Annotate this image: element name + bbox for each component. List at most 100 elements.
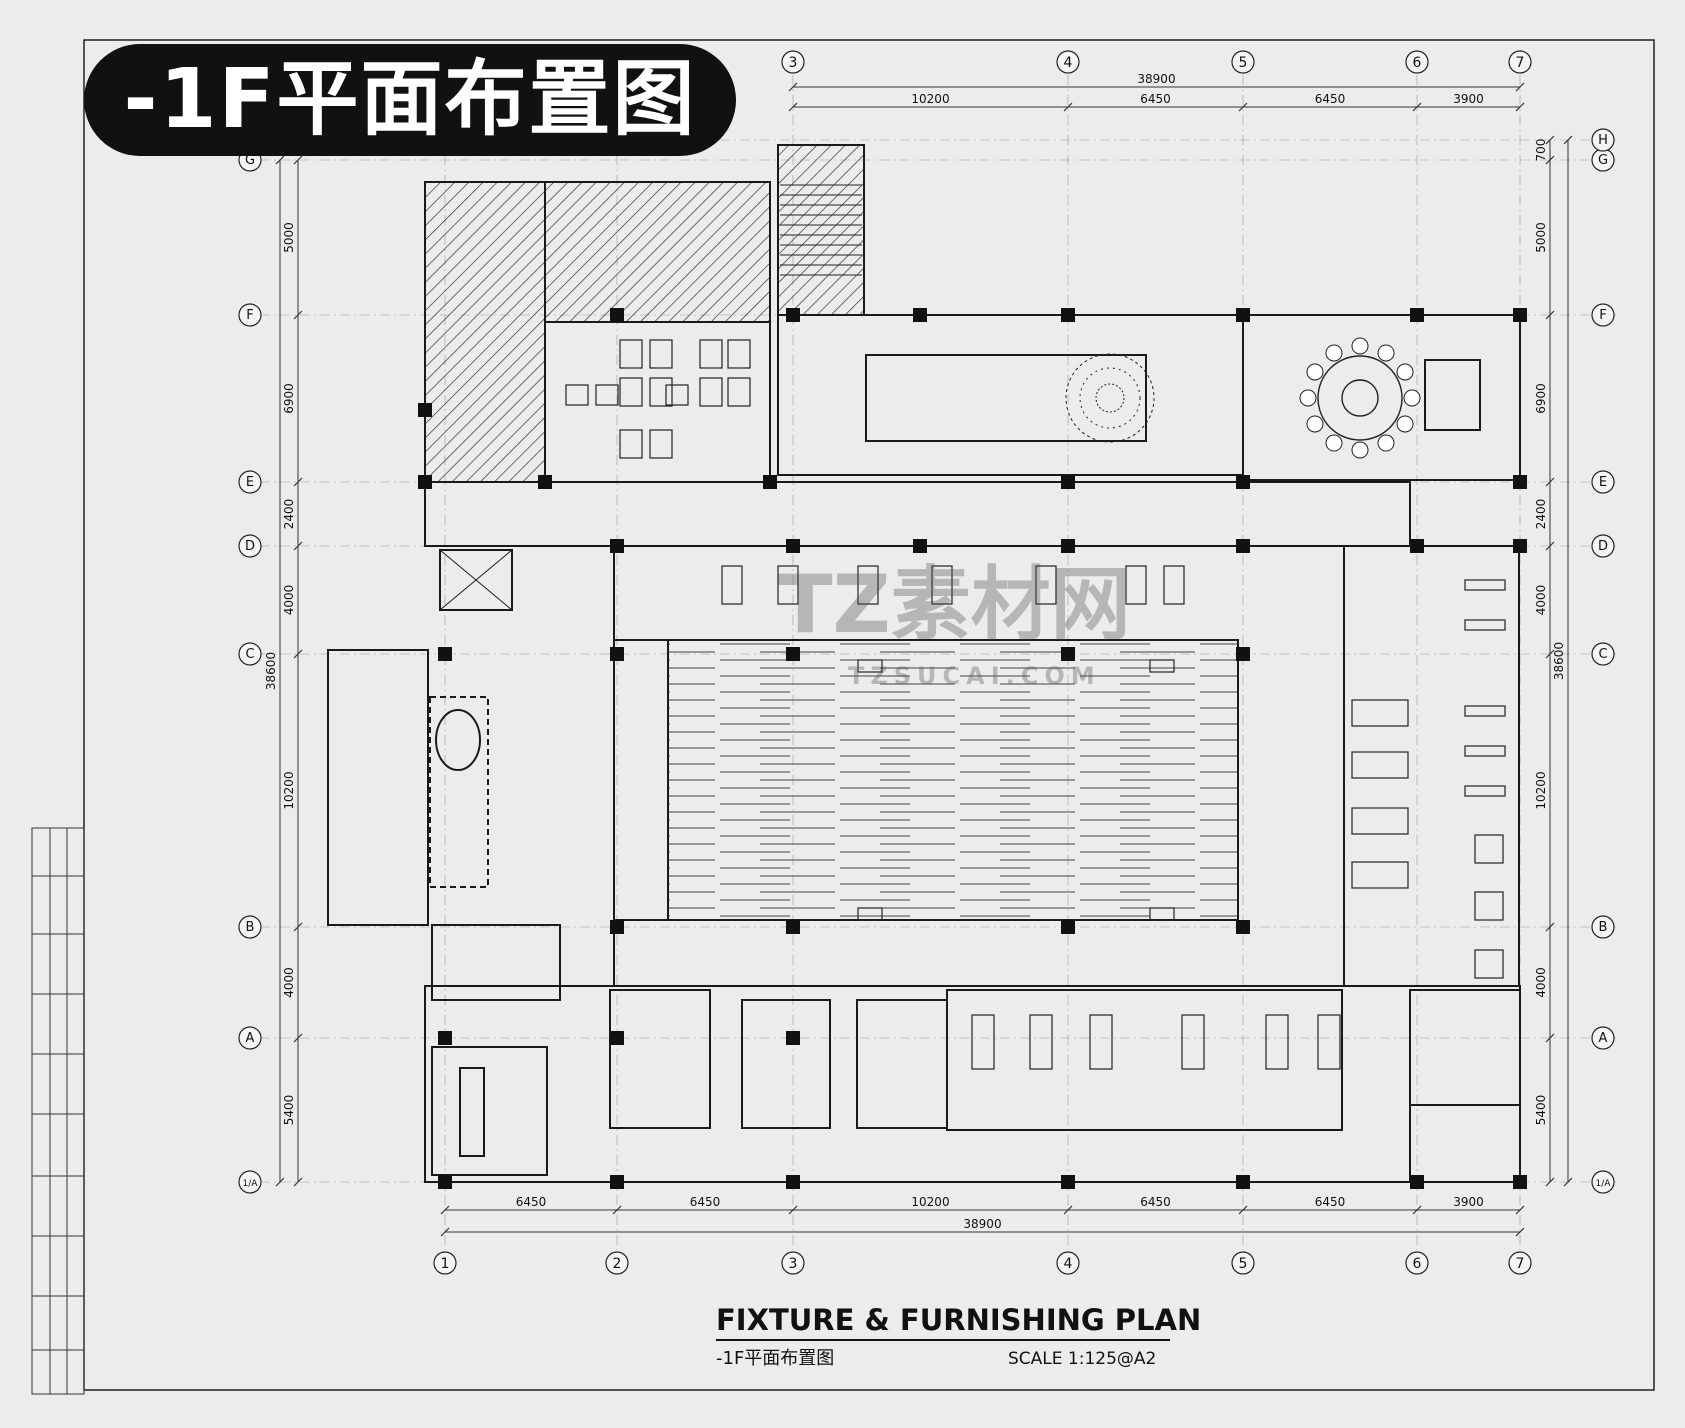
col-axis-label: 3 — [789, 1256, 798, 1272]
pool-lounger — [857, 565, 879, 605]
column — [913, 308, 927, 322]
row-axis-label: C — [1598, 647, 1607, 662]
right-dim-tick — [1545, 1033, 1555, 1043]
office-desk — [649, 429, 673, 459]
treadmill — [1351, 807, 1409, 835]
spa-bed — [1089, 1014, 1113, 1070]
building-walls — [327, 144, 1521, 1183]
col-axis-label: 2 — [613, 1256, 622, 1272]
weight-machine — [1464, 705, 1506, 717]
title-block-table — [31, 827, 85, 1395]
floor-title-badge: -1F平面布置图 — [84, 44, 736, 156]
lobby-hall — [327, 649, 429, 926]
column — [1061, 920, 1075, 934]
row-axis-label: F — [1599, 308, 1606, 323]
row-axis-label: B — [246, 920, 255, 935]
left-dim-tick — [293, 1177, 303, 1187]
row-axis-bubble — [238, 470, 262, 494]
dining-chairs — [1299, 337, 1421, 459]
locker-room-bottom — [1409, 1104, 1521, 1183]
col-axis-bubble — [1508, 50, 1532, 74]
restroom-left — [609, 989, 711, 1129]
bottom-dim-label: 6450 — [690, 1195, 721, 1209]
sofa — [459, 1067, 485, 1157]
column — [1513, 475, 1527, 489]
watermark: TZ素材网 TZSUCAI.COM — [778, 558, 1131, 690]
dining-chair — [1306, 363, 1324, 381]
storage-room-hatched — [424, 181, 546, 483]
right-dim-tick — [1545, 135, 1555, 145]
column — [1236, 1175, 1250, 1189]
row-axis-bubble — [238, 534, 262, 558]
structural-columns — [418, 308, 1527, 1189]
left-dim-tick — [293, 1033, 303, 1043]
left-dim-label: 6900 — [282, 383, 296, 414]
bottom-total-tick — [1515, 1227, 1525, 1237]
left-dim-label: 2400 — [282, 499, 296, 530]
spa-room — [946, 989, 1343, 1131]
row-axis-bubble — [238, 303, 262, 327]
treadmill — [1351, 751, 1409, 779]
pool-lounger — [721, 565, 743, 605]
dining-chair — [1299, 389, 1317, 407]
right-total-tick — [1563, 1177, 1573, 1187]
swimming-pool — [667, 639, 1239, 921]
row-axis-bubble — [1591, 128, 1615, 152]
top-total-tick — [788, 82, 798, 92]
col-axis-bubble — [605, 1251, 629, 1275]
bottom-dim-tick — [1515, 1205, 1525, 1215]
dining-chair — [1396, 363, 1414, 381]
left-total-label: 38600 — [264, 652, 278, 690]
bottom-dim-label: 3900 — [1453, 1195, 1484, 1209]
locker-room-top — [1409, 989, 1521, 1106]
column — [786, 920, 800, 934]
stair-core-north — [777, 144, 865, 316]
elliptical-machine — [1474, 949, 1504, 979]
right-dim-tick — [1545, 477, 1555, 487]
top-dim-label: 3900 — [1453, 92, 1484, 106]
right-dim-tick — [1545, 310, 1555, 320]
row-axis-label: B — [1599, 920, 1608, 935]
column — [610, 308, 624, 322]
office-desk — [699, 377, 723, 407]
bottom-dim-tick — [788, 1205, 798, 1215]
bottom-total-tick — [440, 1227, 450, 1237]
column — [438, 1031, 452, 1045]
spa-bed — [971, 1014, 995, 1070]
column — [610, 920, 624, 934]
row-axis-bubble — [238, 642, 262, 666]
col-axis-bubble — [1231, 1251, 1255, 1275]
column — [610, 647, 624, 661]
row-axis-label: E — [246, 475, 254, 490]
row-axis-bubble — [1591, 915, 1615, 939]
column — [1061, 308, 1075, 322]
weight-machine — [1464, 785, 1506, 797]
bottom-dim-tick — [612, 1205, 622, 1215]
right-dim-tick — [1545, 1177, 1555, 1187]
top-dim-label: 6450 — [1315, 92, 1346, 106]
pool-step — [857, 659, 883, 673]
col-axis-label: 1 — [441, 1256, 450, 1272]
left-dim-tick — [293, 155, 303, 165]
garden-feature — [429, 696, 489, 888]
right-dim-label: 700 — [1534, 139, 1548, 162]
column — [610, 1031, 624, 1045]
col-axis-label: 7 — [1516, 1256, 1525, 1272]
left-total-tick — [275, 155, 285, 165]
row-axis-bubble — [1591, 642, 1615, 666]
left-dim-label: 4000 — [282, 585, 296, 616]
row-axis-label: A — [246, 1031, 255, 1046]
right-dim-tick — [1545, 155, 1555, 165]
col-axis-label: 4 — [1064, 55, 1073, 71]
row-axis-bubble — [1591, 1170, 1615, 1194]
col-axis-label: 5 — [1239, 55, 1248, 71]
dining-chair — [1325, 344, 1343, 362]
top-dim-tick — [1515, 102, 1525, 112]
column — [538, 475, 552, 489]
row-axis-bubble — [238, 1170, 262, 1194]
elliptical-machine — [1474, 891, 1504, 921]
plan-subtitle: -1F平面布置图 — [716, 1348, 834, 1369]
row-axis-label: D — [1598, 539, 1608, 554]
row-axis-label: 1/A — [243, 1179, 259, 1189]
col-axis-bubble — [1056, 50, 1080, 74]
